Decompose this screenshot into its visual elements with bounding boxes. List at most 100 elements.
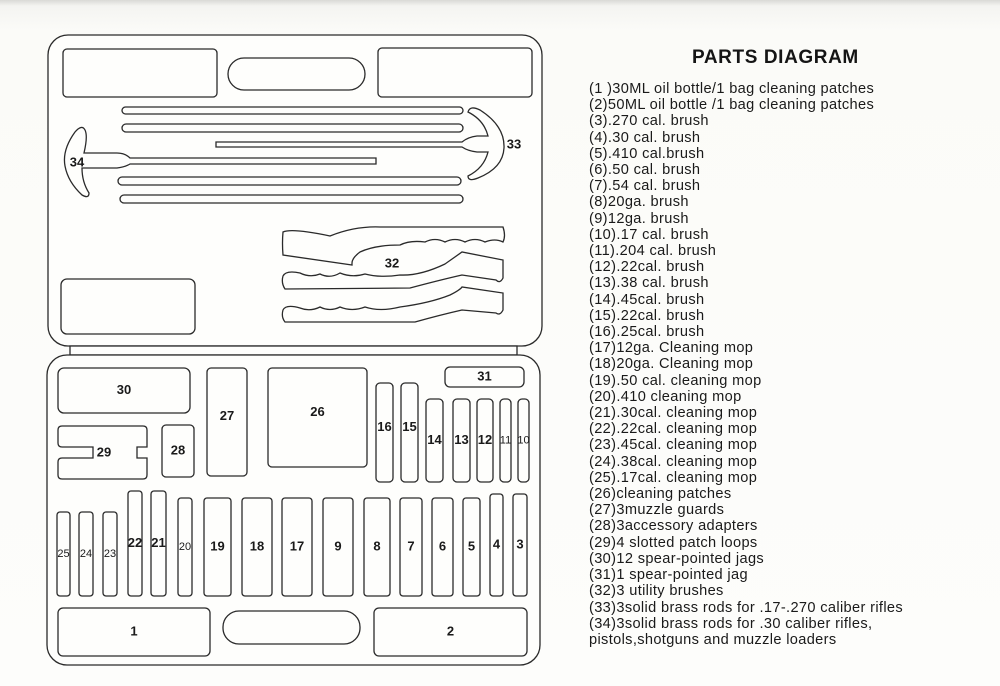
slot-26 bbox=[267, 367, 368, 468]
parts-list-item: (10).17 cal. brush bbox=[589, 226, 709, 243]
slot-3 bbox=[512, 493, 528, 597]
slot-label-11: 11 bbox=[500, 434, 511, 446]
parts-list-item: (17)12ga. Cleaning mop bbox=[589, 340, 754, 357]
rod-slot bbox=[121, 106, 464, 115]
slot-5 bbox=[462, 497, 481, 597]
parts-list-item: (33)3solid brass rods for .17-.270 calib… bbox=[589, 599, 904, 616]
parts-list-item: (19).50 cal. cleaning mop bbox=[589, 372, 762, 389]
slot-label-13: 13 bbox=[454, 432, 468, 447]
slot-label-5: 5 bbox=[468, 538, 475, 553]
parts-list-item: (28)3accessory adapters bbox=[589, 518, 758, 535]
parts-list-item-continuation: pistols,shotguns and muzzle loaders bbox=[589, 631, 837, 648]
slot-21 bbox=[150, 490, 167, 597]
rod-slot bbox=[117, 176, 462, 186]
slot-20 bbox=[177, 497, 193, 597]
base-slot-middle-oval bbox=[222, 610, 361, 645]
lid-slot-bottom-left bbox=[60, 278, 196, 335]
rod-handle-34 bbox=[63, 126, 377, 198]
parts-list-item: (5).410 cal.brush bbox=[589, 145, 705, 162]
lid-slot-top-right bbox=[377, 47, 533, 98]
slot-27 bbox=[206, 367, 248, 477]
parts-list-item: (4).30 cal. brush bbox=[589, 129, 701, 146]
slot-16 bbox=[375, 382, 394, 483]
rod-slot bbox=[119, 194, 464, 204]
slot-6 bbox=[431, 497, 454, 597]
slot-1 bbox=[57, 607, 211, 657]
parts-list-item: (16).25cal. brush bbox=[589, 324, 705, 341]
parts-list-item: (34)3solid brass rods for .30 caliber ri… bbox=[589, 615, 873, 632]
utility-brush-slot bbox=[281, 226, 506, 266]
slot-label-17: 17 bbox=[290, 538, 304, 553]
slot-29 bbox=[57, 425, 148, 480]
slot-label-29: 29 bbox=[97, 444, 111, 459]
lid-slot-top-left bbox=[62, 48, 218, 98]
slot-label-19: 19 bbox=[210, 538, 224, 553]
parts-list-item: (1 )30ML oil bottle/1 bag cleaning patch… bbox=[589, 81, 875, 97]
parts-list-item: (25).17cal. cleaning mop bbox=[589, 469, 758, 486]
slot-label-1: 1 bbox=[130, 623, 137, 638]
parts-list-item: (6).50 cal. brush bbox=[589, 162, 701, 179]
slot-10 bbox=[517, 398, 530, 483]
slot-28 bbox=[161, 424, 195, 478]
parts-list-item: (3).270 cal. brush bbox=[589, 113, 709, 130]
slot-19 bbox=[203, 497, 232, 597]
parts-list-item: (27)3muzzle guards bbox=[589, 502, 725, 519]
parts-list-item: (26)cleaning patches bbox=[589, 486, 732, 503]
parts-list: (1 )30ML oil bottle/1 bag cleaning patch… bbox=[589, 81, 903, 648]
slot-31 bbox=[444, 366, 525, 388]
slot-8 bbox=[363, 497, 391, 597]
parts-list-item: (24).38cal. cleaning mop bbox=[589, 453, 758, 470]
parts-list-item: (20).410 cleaning mop bbox=[589, 388, 742, 405]
parts-list-item: (9)12ga. brush bbox=[589, 210, 689, 227]
slot-24 bbox=[78, 511, 94, 597]
slot-label-26: 26 bbox=[310, 404, 324, 419]
slot-label-21: 21 bbox=[151, 535, 165, 550]
rod-slot bbox=[121, 123, 464, 133]
slot-label-12: 12 bbox=[478, 432, 492, 447]
slot-30 bbox=[57, 367, 191, 414]
slot-label-30: 30 bbox=[117, 382, 131, 397]
slot-label-10: 10 bbox=[517, 434, 529, 446]
slot-25 bbox=[56, 511, 71, 597]
slot-label-2: 2 bbox=[447, 623, 454, 638]
slot-label-7: 7 bbox=[407, 538, 414, 553]
slot-13 bbox=[452, 398, 471, 483]
page-title: PARTS DIAGRAM bbox=[692, 47, 859, 68]
slot-17 bbox=[281, 497, 313, 597]
slot-label-14: 14 bbox=[427, 432, 442, 447]
slot-label-9: 9 bbox=[334, 538, 341, 553]
slot-label-20: 20 bbox=[179, 541, 191, 553]
slot-22 bbox=[127, 490, 143, 597]
case-lid bbox=[47, 34, 543, 356]
parts-list-item: (11).204 cal. brush bbox=[589, 243, 717, 260]
parts-list-item: (12).22cal. brush bbox=[589, 259, 705, 276]
slot-label-25: 25 bbox=[57, 548, 69, 560]
parts-list-item: (13).38 cal. brush bbox=[589, 275, 709, 292]
slot-label-15: 15 bbox=[402, 419, 416, 434]
parts-list-item: (31)1 spear-pointed jag bbox=[589, 567, 748, 584]
parts-list-item: (14).45cal. brush bbox=[589, 291, 705, 308]
parts-list-item: (30)12 spear-pointed jags bbox=[589, 550, 765, 567]
parts-list-item: (21).30cal. cleaning mop bbox=[589, 405, 758, 422]
lid-slot-top-oval bbox=[227, 57, 366, 91]
slot-15 bbox=[400, 382, 419, 483]
slot-14 bbox=[425, 398, 444, 483]
slot-4 bbox=[489, 493, 504, 597]
item-label-33: 33 bbox=[507, 136, 521, 151]
slot-label-3: 3 bbox=[516, 536, 523, 551]
slot-2 bbox=[373, 607, 528, 657]
parts-list-item: (8)20ga. brush bbox=[589, 194, 689, 211]
utility-brush-slot bbox=[281, 251, 504, 290]
hinge bbox=[69, 345, 518, 356]
slot-label-16: 16 bbox=[377, 419, 391, 434]
slot-label-24: 24 bbox=[80, 548, 92, 560]
parts-list-item: (29)4 slotted patch loops bbox=[589, 534, 758, 551]
parts-list-item: (15).22cal. brush bbox=[589, 307, 705, 324]
item-label-34: 34 bbox=[70, 154, 85, 169]
slot-11 bbox=[499, 398, 512, 483]
slot-23 bbox=[102, 511, 118, 597]
parts-list-item: (18)20ga. Cleaning mop bbox=[589, 356, 754, 373]
slot-12 bbox=[476, 398, 494, 483]
slot-18 bbox=[241, 497, 273, 597]
